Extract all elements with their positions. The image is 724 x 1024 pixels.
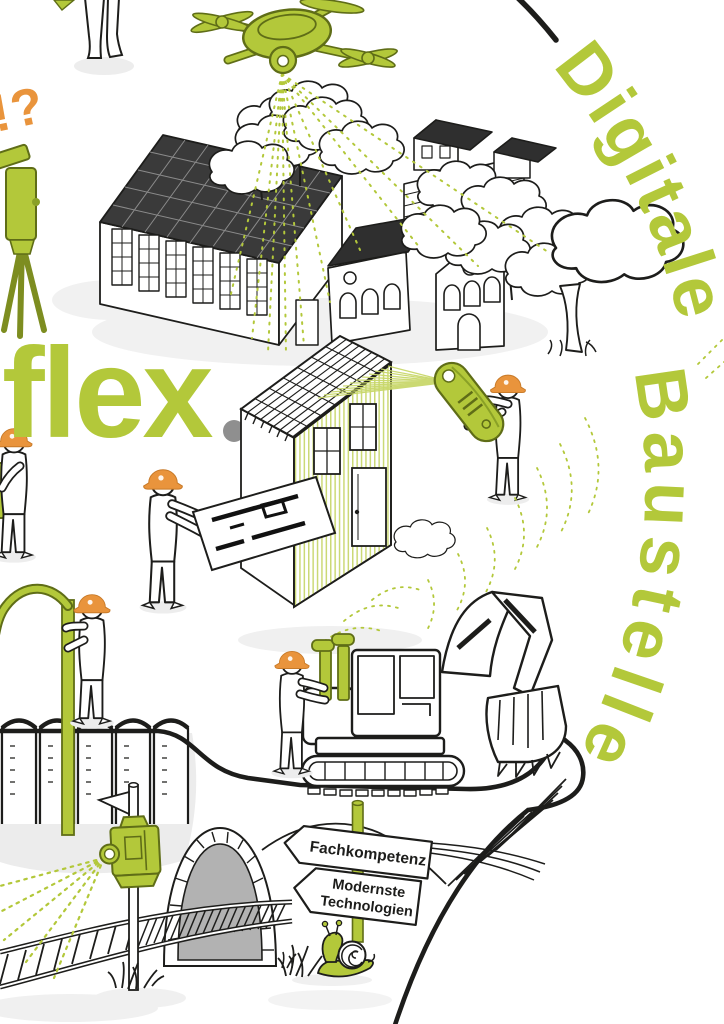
back-house-1 bbox=[413, 119, 493, 171]
laser-fan bbox=[317, 365, 451, 399]
handheld-laser-scanner-icon bbox=[433, 361, 505, 443]
big-tree bbox=[547, 198, 685, 357]
village-trees bbox=[208, 96, 591, 301]
laser-scanner-worker bbox=[433, 361, 531, 506]
signal-waves bbox=[317, 337, 724, 647]
house-window bbox=[313, 427, 341, 475]
title-baustelle: Baustelle bbox=[562, 363, 701, 788]
grouting-hose bbox=[0, 585, 71, 627]
tunnel-interior bbox=[177, 843, 263, 961]
floor-plan-worker bbox=[138, 468, 337, 615]
page-title: Digitale Baustelle bbox=[540, 27, 724, 788]
grouting-worker bbox=[0, 583, 115, 836]
confusion-marks: !? bbox=[0, 76, 50, 144]
sign-rope-lines bbox=[429, 842, 546, 881]
excavator-bucket bbox=[485, 684, 568, 764]
drone-rotors bbox=[190, 0, 398, 68]
signpost-sign-technologien: Modernste Technologien bbox=[293, 867, 423, 927]
bush bbox=[393, 519, 456, 559]
surveyor-station-icon bbox=[0, 143, 47, 339]
grass bbox=[277, 944, 323, 978]
solar-panel-grid bbox=[112, 139, 331, 259]
grass bbox=[107, 961, 165, 990]
flag bbox=[96, 790, 130, 816]
tunnel-illustration bbox=[162, 822, 447, 967]
drone-icon bbox=[190, 0, 398, 75]
svg-text:Baustelle: Baustelle bbox=[562, 363, 710, 788]
pedestrian-legs bbox=[84, 0, 124, 59]
excavator-icon bbox=[300, 590, 568, 797]
cliff-hatch bbox=[447, 778, 567, 887]
laser-scanned-house bbox=[239, 334, 456, 609]
snail-icon bbox=[277, 919, 376, 986]
drone-scan-rays bbox=[229, 73, 549, 355]
back-house-2 bbox=[493, 137, 557, 179]
device-scan-rays bbox=[0, 856, 106, 980]
ground-cliff-edge bbox=[0, 718, 586, 1024]
railway-tracks bbox=[0, 899, 293, 990]
excavator-worker bbox=[270, 633, 355, 780]
signpost-sign-fachkompetenz: Fachkompetenz bbox=[283, 824, 434, 880]
village-illustration bbox=[99, 80, 685, 357]
house-window bbox=[349, 403, 377, 451]
frame-arc bbox=[516, 0, 559, 43]
worker-left-edge bbox=[0, 427, 37, 564]
laser-level-device bbox=[99, 815, 162, 889]
house-door bbox=[351, 467, 387, 547]
grouting-pipe bbox=[61, 599, 75, 836]
cut-green-shape bbox=[53, 0, 76, 11]
gray-dot bbox=[223, 420, 245, 442]
sheet-pile-wall bbox=[0, 718, 190, 824]
headline-fragment-flex: flex bbox=[2, 322, 213, 465]
signpost: Fachkompetenz Modernste Technologien bbox=[283, 799, 434, 943]
survey-pole-icon bbox=[0, 782, 165, 991]
